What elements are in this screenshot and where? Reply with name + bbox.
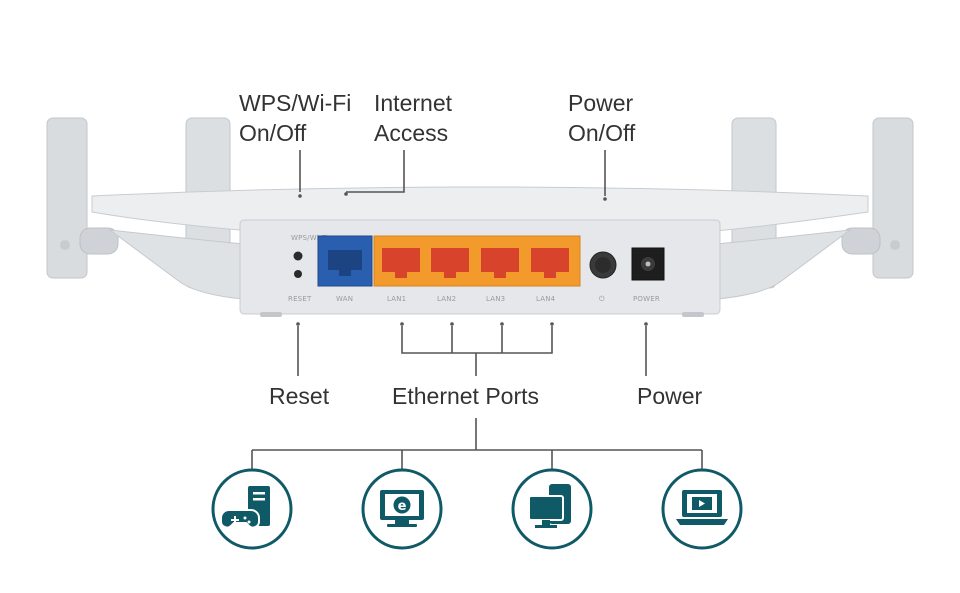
power-switch-callout-line2: On/Off <box>568 120 636 146</box>
wps-wifi-callout: WPS/Wi-Fi On/Off <box>239 88 351 148</box>
lan3-port[interactable] <box>481 248 519 278</box>
laptop-icon <box>661 468 743 550</box>
power-callout: Power <box>637 383 703 409</box>
lan3-label: LAN3 <box>486 295 505 303</box>
desktop-computer-icon <box>511 468 593 550</box>
power-symbol-label: ⏻ <box>599 295 605 303</box>
lan2-label: LAN2 <box>437 295 456 303</box>
callout-dots <box>296 192 648 326</box>
lan4-port[interactable] <box>531 248 569 278</box>
wan-port-label: WAN <box>336 295 353 303</box>
antenna-right-outer <box>841 117 914 279</box>
smart-tv-icon: e <box>361 468 443 550</box>
tv-e-glyph: e <box>398 499 407 514</box>
internet-access-callout: Internet Access <box>374 88 452 148</box>
lan1-port[interactable] <box>382 248 420 278</box>
wps-callout-line2: On/Off <box>239 120 307 146</box>
wps-port-label: WPS/Wi-Fi <box>291 234 327 242</box>
power-switch-callout-line1: Power <box>568 90 634 116</box>
wps-callout-line1: WPS/Wi-Fi <box>239 90 352 116</box>
reset-callout: Reset <box>269 383 330 409</box>
gaming-pc-icon <box>211 468 293 550</box>
reset-port-label: RESET <box>288 295 312 303</box>
power-switch-callout: Power On/Off <box>568 88 635 148</box>
ethernet-ports-callout: Ethernet Ports <box>392 383 540 409</box>
lan4-label: LAN4 <box>536 295 556 303</box>
wan-port[interactable] <box>317 235 373 287</box>
power-jack[interactable] <box>631 247 665 281</box>
antenna-left-outer <box>46 117 119 279</box>
internet-callout-line2: Access <box>374 120 449 146</box>
power-port-label: POWER <box>633 295 660 303</box>
callout-lines <box>251 150 703 470</box>
reset-button[interactable] <box>294 270 302 278</box>
internet-callout-line1: Internet <box>374 90 452 116</box>
power-switch[interactable] <box>589 251 617 279</box>
wps-button[interactable] <box>293 251 303 261</box>
lan1-label: LAN1 <box>387 295 406 303</box>
lan2-port[interactable] <box>431 248 469 278</box>
